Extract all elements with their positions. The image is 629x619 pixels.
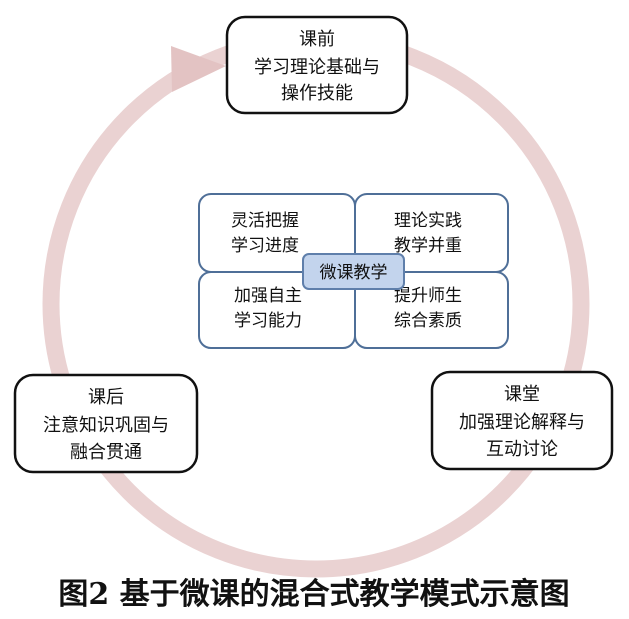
stage-after-line-2: 融合贯通 <box>70 442 142 463</box>
figure-number: 图2 <box>58 577 109 612</box>
stage-before-title: 课前 <box>299 29 335 50</box>
stage-during-line-2: 互动讨论 <box>486 439 558 460</box>
cycle-arrow-head <box>171 46 226 92</box>
quadrant-bottom-left-line-1: 加强自主 <box>234 286 302 306</box>
stage-box-after: 课后 注意知识巩固与 融合贯通 <box>13 373 199 474</box>
quadrant-top-right-line-1: 理论实践 <box>394 211 462 231</box>
quadrant-bottom-right-line-1: 提升师生 <box>394 286 462 306</box>
quadrant-bottom-left-line-2: 学习能力 <box>234 311 302 331</box>
center-label: 微课教学 <box>320 263 388 283</box>
stage-during-title: 课堂 <box>504 384 540 405</box>
quadrant-top-left-line-1: 灵活把握 <box>231 211 299 231</box>
caption-gap <box>109 577 119 612</box>
quadrant-bottom-right <box>354 271 509 349</box>
stage-after-line-1: 注意知识巩固与 <box>43 415 169 436</box>
stage-during-line-1: 加强理论解释与 <box>459 412 585 433</box>
quadrant-bottom-right-line-2: 综合素质 <box>394 311 462 331</box>
quadrant-top-right-line-2: 教学并重 <box>394 236 462 256</box>
quadrant-top-left-line-2: 学习进度 <box>231 236 299 256</box>
stage-box-before: 课前 学习理论基础与 操作技能 <box>225 15 409 115</box>
stage-box-during: 课堂 加强理论解释与 互动讨论 <box>430 370 614 471</box>
figure-title: 基于微课的混合式教学模式示意图 <box>120 577 570 612</box>
center-box: 微课教学 <box>302 253 405 290</box>
stage-before-line-2: 操作技能 <box>281 83 353 104</box>
stage-after-title: 课后 <box>88 387 124 408</box>
center-quadrants: 灵活把握 学习进度 理论实践 教学并重 加强自主 学习能力 提升师生 综合素质 <box>198 193 509 349</box>
figure-caption: 图2 基于微课的混合式教学模式示意图 <box>58 577 569 612</box>
stage-before-line-1: 学习理论基础与 <box>254 57 380 78</box>
